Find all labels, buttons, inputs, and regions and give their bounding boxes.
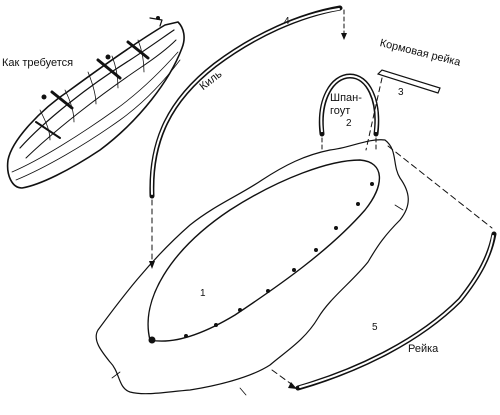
finished-boat-illustration: [6, 16, 185, 189]
rail-part: [295, 231, 497, 391]
label-number-5: 5: [372, 322, 378, 333]
label-number-3: 3: [398, 87, 404, 98]
label-stern-rail: Кормовая рейка: [379, 37, 463, 69]
label-frame-line1: Шпан-: [330, 92, 362, 104]
label-frame-line2: гоут: [330, 105, 350, 117]
label-number-4: 4: [284, 16, 290, 27]
label-number-1: 1: [200, 288, 206, 299]
pin-stake: [148, 336, 156, 344]
arrow-rail: [288, 382, 297, 389]
label-rail: Рейка: [408, 343, 439, 355]
ground-mold-area: [95, 139, 409, 396]
arrow-keel-down: [149, 261, 155, 269]
label-keel: Киль: [197, 68, 224, 93]
keel-part: [149, 5, 347, 199]
hull-mold: [147, 159, 381, 344]
stern-rail-part: [376, 69, 441, 94]
label-as-required: Как требуется: [2, 57, 73, 69]
label-number-2: 2: [346, 118, 352, 129]
